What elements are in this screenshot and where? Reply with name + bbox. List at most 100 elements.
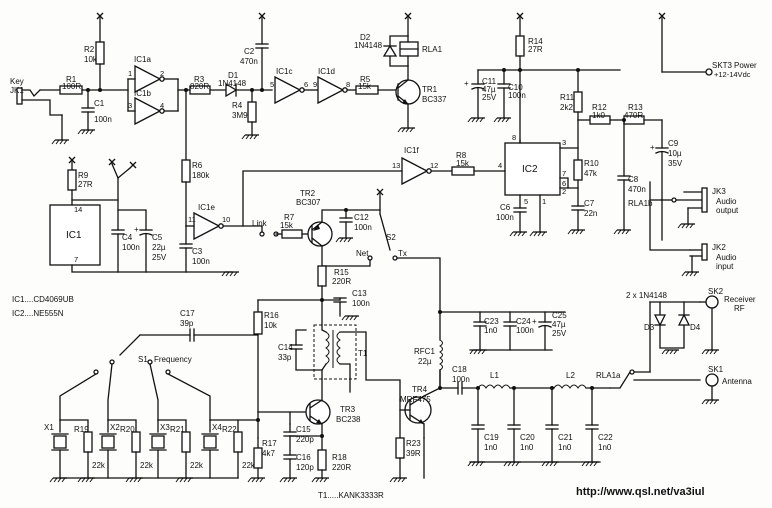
capacitor-c17 (139, 328, 259, 342)
pin-ic2-8: 8 (512, 133, 516, 142)
relay-contact-rla1b (649, 181, 691, 251)
label-tr3-ref: TR3 (340, 405, 356, 414)
resistor-r6 (181, 88, 191, 227)
label-r14-ref: R14 (528, 37, 543, 46)
pin-ic2-4: 4 (498, 161, 502, 170)
label-jk3-line2: output (716, 206, 739, 215)
label-c5-ref: C5 (152, 233, 163, 242)
capacitor-c1 (77, 88, 96, 135)
label-rla1a: RLA1a (596, 371, 621, 380)
label-r19-ref: R19 (74, 425, 89, 434)
label-r22-ref: R22 (222, 425, 237, 434)
label-c13-value: 100n (352, 299, 370, 308)
label-c14-ref: C14 (278, 343, 293, 352)
label-c6-ref: C6 (500, 203, 511, 212)
label-r1-ref: R1 (66, 75, 77, 84)
label-x4: X4 (212, 423, 222, 432)
pin-ic1d-out: 8 (346, 80, 350, 89)
socket-sk1 (701, 373, 720, 405)
label-c12-ref: C12 (354, 213, 369, 222)
label-c8-value: 470n (628, 185, 646, 194)
label-c22-ref: C22 (598, 433, 613, 442)
transistor-tr4 (399, 369, 441, 439)
label-ic1f: IC1f (404, 146, 419, 155)
label-s1-name: Frequency (154, 355, 192, 364)
label-sk2-line2: RF (734, 304, 745, 313)
pin-ic1b-out: 4 (160, 101, 164, 110)
label-c15-ref: C15 (296, 425, 311, 434)
label-ic1e: IC1e (198, 203, 215, 212)
label-c3-value: 100n (192, 257, 210, 266)
pin-ic1a-in: 1 (128, 69, 132, 78)
capacitor-c9: + (650, 143, 669, 201)
label-r5-ref: R5 (360, 75, 371, 84)
socket-sk2 (699, 295, 720, 355)
label-t1: T1 (358, 349, 368, 358)
source-url[interactable]: http://www.qsl.net/va3iul (576, 486, 705, 498)
capacitor-c13 (320, 297, 360, 321)
switch-s2 (321, 188, 441, 341)
label-sk2-ref: SK2 (708, 287, 724, 296)
label-c10-ref: C10 (508, 83, 523, 92)
pin-ic1f-out: 12 (430, 161, 438, 170)
label-c16-value: 120p (296, 463, 314, 472)
label-c22-value: 1n0 (598, 443, 612, 452)
label-r17-value: 4k7 (262, 449, 275, 458)
resistor-r17 (247, 437, 266, 483)
label-c4-ref: C4 (122, 233, 133, 242)
jack-jk3 (675, 187, 708, 229)
label-r4-ref: R4 (232, 101, 243, 110)
label-c17-ref: C17 (180, 309, 195, 318)
label-d2-value: 1N4148 (354, 41, 383, 50)
label-c9-ref: C9 (668, 139, 679, 148)
label-s1-ref: S1 (138, 355, 148, 364)
capacitor-c20 (507, 386, 521, 463)
label-r8-ref: R8 (456, 151, 467, 160)
capacitor-c3 (179, 225, 193, 273)
crystal-x1 (51, 419, 69, 479)
label-r3-value: 820R (190, 82, 209, 91)
label-r22-value: 22k (242, 461, 256, 470)
label-sk1-ref: SK1 (708, 365, 724, 374)
capacitor-c21 (545, 386, 559, 463)
label-c5-voltage: 25V (152, 253, 167, 262)
label-tr3-value: BC238 (336, 415, 361, 424)
capacitor-c6 (509, 194, 528, 237)
diodes-d3-d4 (649, 301, 701, 373)
label-r20-value: 22k (140, 461, 154, 470)
capacitor-c5: + (117, 209, 153, 273)
diode-d2 (382, 35, 409, 67)
label-ic2: IC2 (522, 164, 538, 175)
label-c3-ref: C3 (192, 247, 203, 256)
pin-ic1c-in: 5 (270, 80, 274, 89)
resistor-r2 (95, 12, 105, 92)
pin-ic1f-in: 13 (392, 161, 400, 170)
label-c14-value: 33p (278, 353, 292, 362)
label-c23-value: 1n0 (484, 326, 498, 335)
label-c11-ref: C11 (482, 77, 497, 86)
label-tr2-value: BC307 (296, 198, 321, 207)
label-r2-value: 10k (84, 55, 98, 64)
label-r20-ref: R20 (120, 425, 135, 434)
ic1-package (49, 204, 101, 266)
label-c25-voltage: 25V (552, 329, 567, 338)
capacitor-c14 (289, 329, 323, 371)
resistor-r23 (389, 399, 408, 483)
svg-text:+: + (532, 317, 537, 326)
label-r12-ref: R12 (592, 103, 607, 112)
pin-ic1-7: 7 (74, 255, 78, 264)
choke-rfc1 (439, 339, 443, 389)
link-jumper (259, 225, 283, 237)
label-r4-value: 3M9 (232, 111, 248, 120)
resistor-r3 (189, 85, 227, 95)
capacitor-c25: + (532, 311, 552, 351)
pin-ic1a-out: 2 (160, 69, 164, 78)
pin-ic1e-in: 11 (188, 215, 196, 224)
resistor-r9 (67, 156, 77, 206)
inverter-ic1d (317, 75, 357, 105)
label-sk1-name: Antenna (722, 377, 752, 386)
capacitor-c19 (471, 386, 485, 463)
label-jk2-ref: JK2 (712, 243, 726, 252)
pin-ic2-6: 6 (562, 179, 566, 188)
